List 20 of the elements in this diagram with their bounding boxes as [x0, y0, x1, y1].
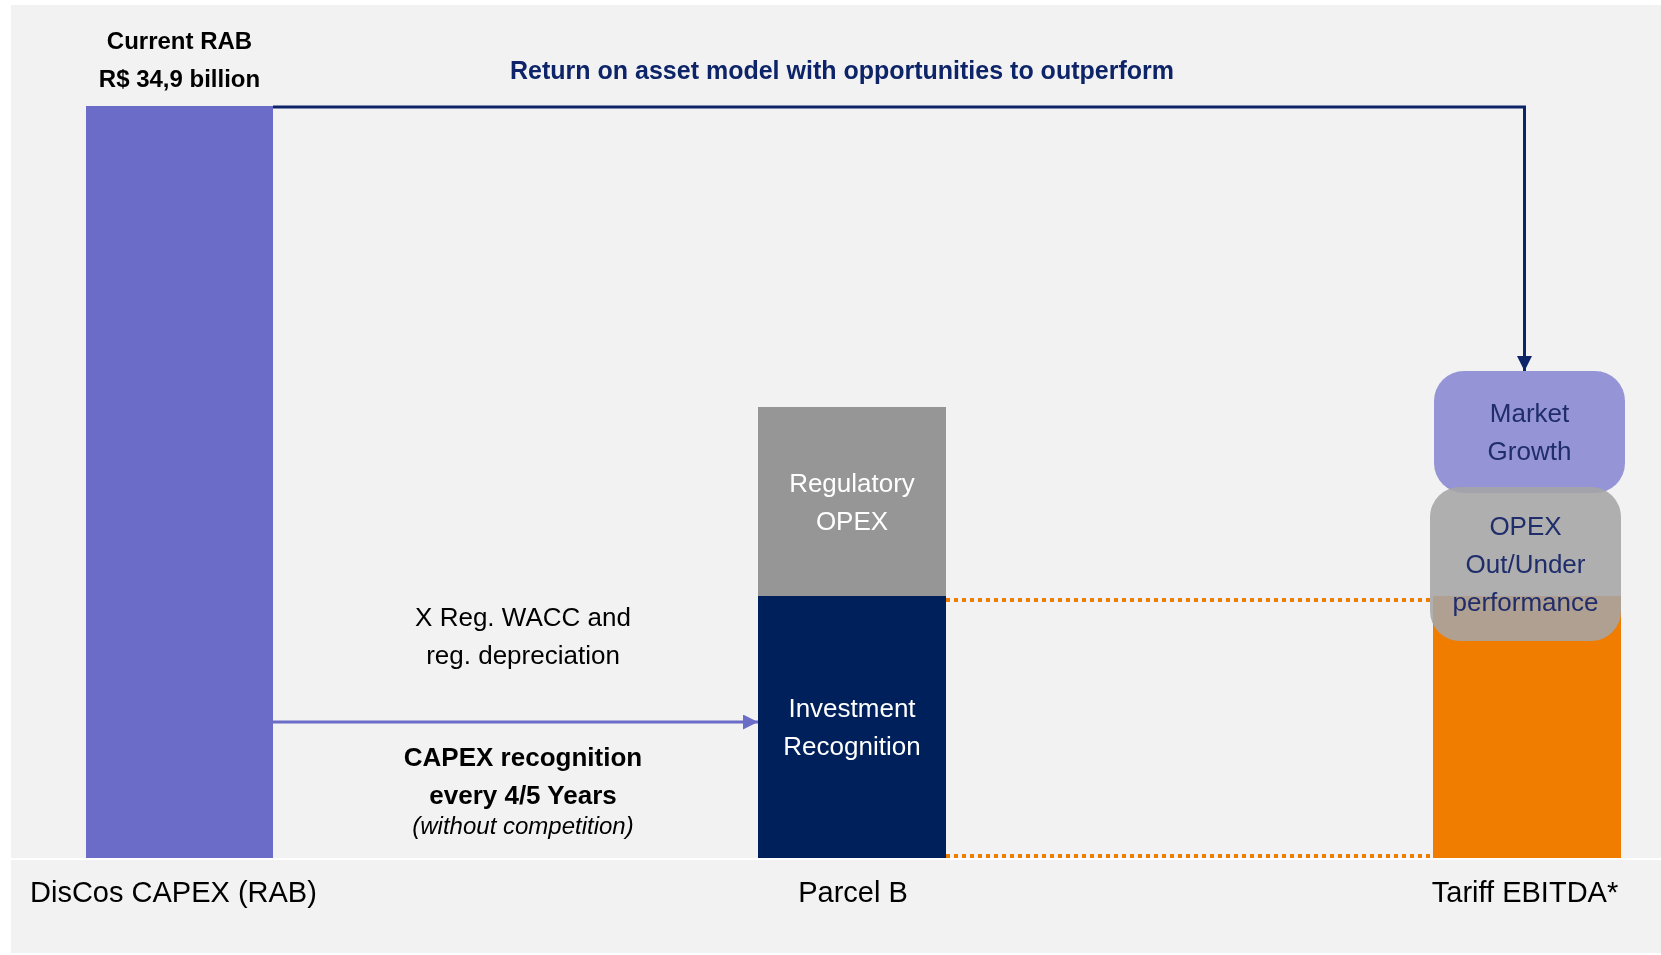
- note-text: (without competition): [411, 812, 635, 840]
- arrow: [273, 714, 758, 730]
- note-text: CAPEX recognition every 4/5 Years: [402, 741, 644, 812]
- block-label: Regulatory OPEX: [788, 466, 916, 538]
- dotted-line: [946, 854, 1433, 858]
- axis-label: Tariff EBITDA*: [1430, 876, 1620, 909]
- block-label: Investment Recognition: [782, 692, 922, 763]
- edge-label: Return on asset model with opportunities to outperform: [509, 56, 1175, 85]
- block-label: Market Growth: [1486, 397, 1573, 468]
- axis-label: Parcel B: [797, 876, 909, 909]
- regulatory-opex-block: [758, 407, 946, 596]
- opex-performance-box: [1430, 487, 1621, 641]
- investment-recognition-block: [758, 596, 946, 858]
- arrow: [273, 105, 1532, 371]
- dotted-line: [946, 598, 1433, 602]
- block-label: OPEX Out/Under performance: [1451, 510, 1600, 619]
- bar-heading: Current RAB R$ 34,9 billion: [97, 26, 262, 94]
- edge-label: X Reg. WACC and reg. depreciation: [414, 601, 632, 672]
- axis-label: DisCos CAPEX (RAB): [30, 876, 318, 909]
- market-growth-box: [1434, 371, 1625, 493]
